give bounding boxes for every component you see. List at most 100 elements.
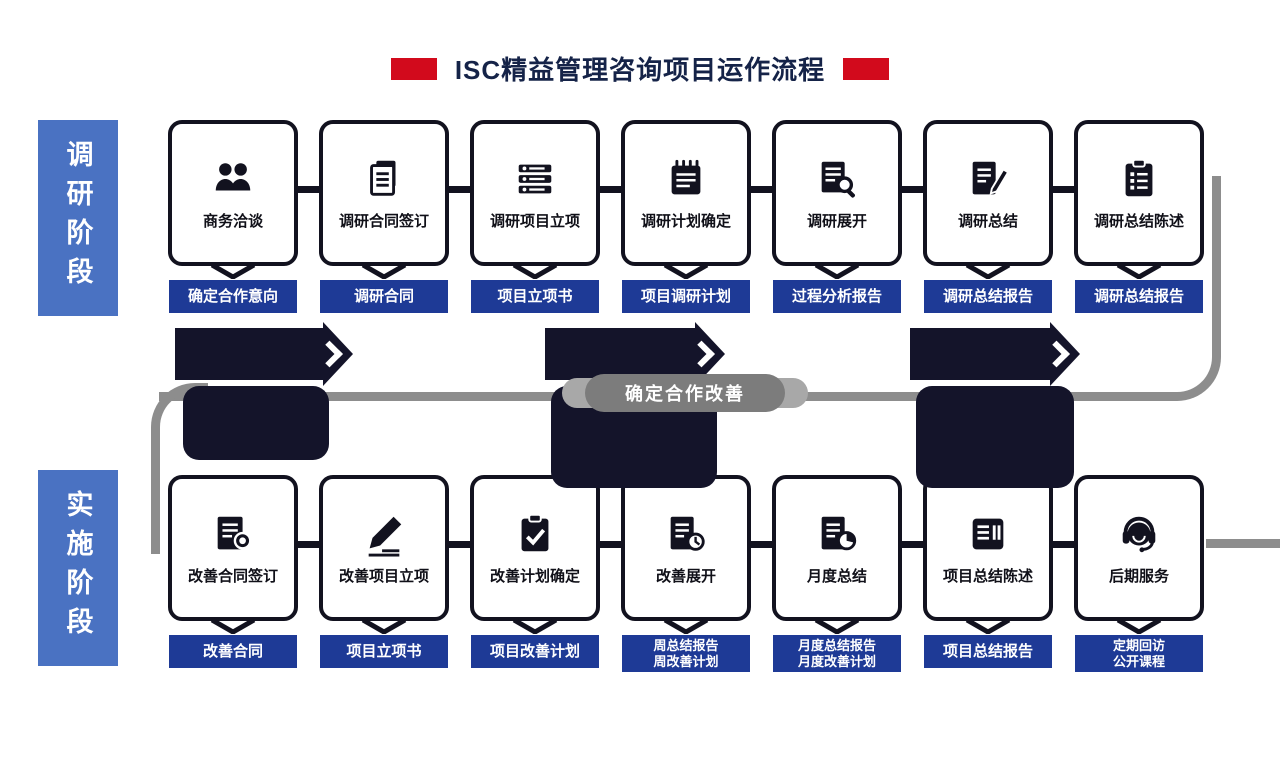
card-notch-icon xyxy=(965,618,1011,634)
card-notch-icon xyxy=(512,618,558,634)
headset-icon xyxy=(1116,511,1162,557)
connector-right-stub xyxy=(1206,539,1280,548)
step-badge-line: 过程分析报告 xyxy=(791,287,882,305)
arrow-chevron-icon xyxy=(688,340,715,368)
step-card: 调研展开 xyxy=(772,120,902,266)
step-label: 月度总结 xyxy=(806,567,867,585)
step-badge: 改善合同 xyxy=(169,635,297,668)
step-label: 项目总结陈述 xyxy=(942,567,1033,585)
step-badge-line: 项目立项书 xyxy=(497,287,573,305)
step: 调研合同签订调研合同 xyxy=(319,120,449,313)
step: 项目总结陈述项目总结报告 xyxy=(923,475,1053,672)
step-card: 调研合同签订 xyxy=(319,120,449,266)
card-notch-icon xyxy=(965,263,1011,279)
step-card: 后期服务 xyxy=(1074,475,1204,621)
card-notch-icon xyxy=(814,618,860,634)
step-badge-line: 项目总结报告 xyxy=(942,642,1033,660)
step-badge-line: 改善合同 xyxy=(202,642,263,660)
decision-pill: 确定合作改善 xyxy=(585,374,785,412)
step-label: 调研项目立项 xyxy=(489,212,580,230)
step-label: 调研展开 xyxy=(806,212,867,230)
step-label: 改善项目立项 xyxy=(338,567,429,585)
step: 调研展开过程分析报告 xyxy=(772,120,902,313)
step-badge-line: 月度改善计划 xyxy=(797,653,876,669)
transition-blob-1 xyxy=(183,386,329,460)
transition-arrow-1 xyxy=(175,328,343,380)
step-label: 改善合同签订 xyxy=(187,567,278,585)
step-label: 调研合同签订 xyxy=(338,212,429,230)
card-notch-icon xyxy=(663,263,709,279)
doc-edit-icon xyxy=(965,156,1011,202)
step-badge-line: 月度总结报告 xyxy=(797,638,876,653)
title-accent-right xyxy=(843,57,890,80)
step-card: 调研总结陈述 xyxy=(1074,120,1204,266)
phase-label-implementation: 实施阶段 xyxy=(38,470,118,666)
step: 调研总结陈述调研总结报告 xyxy=(1074,120,1204,313)
page-title-row: ISC精益管理咨询项目运作流程 xyxy=(0,50,1280,87)
step-card: 改善计划确定 xyxy=(470,475,600,621)
documents-icon xyxy=(361,156,407,202)
step-badge-line: 周总结报告 xyxy=(653,638,719,653)
step-badge: 确定合作意向 xyxy=(169,280,297,313)
step-label: 调研总结 xyxy=(957,212,1018,230)
title-accent-left xyxy=(390,57,437,80)
doc-grid-icon xyxy=(965,511,1011,557)
card-notch-icon xyxy=(1116,618,1162,634)
step-card: 月度总结 xyxy=(772,475,902,621)
arrow-chevron-icon xyxy=(1043,340,1070,368)
step-badge: 项目调研计划 xyxy=(622,280,750,313)
arrow-chevron-icon xyxy=(316,340,343,368)
clipboard-list-icon xyxy=(1116,156,1162,202)
step-badge-line: 调研总结报告 xyxy=(1093,287,1184,305)
step-badge: 项目总结报告 xyxy=(924,635,1052,668)
step: 调研项目立项项目立项书 xyxy=(470,120,600,313)
step-card: 调研总结 xyxy=(923,120,1053,266)
step-badge-line: 项目改善计划 xyxy=(489,642,580,660)
connector-left-hook xyxy=(151,383,208,554)
step-card: 改善展开 xyxy=(621,475,751,621)
step: 改善项目立项项目立项书 xyxy=(319,475,449,672)
list-icon xyxy=(512,156,558,202)
step-badge: 调研合同 xyxy=(320,280,448,313)
step-badge: 项目立项书 xyxy=(320,635,448,668)
transition-blob-3 xyxy=(916,386,1074,488)
page-title: ISC精益管理咨询项目运作流程 xyxy=(454,55,826,85)
doc-stamp-icon xyxy=(210,511,256,557)
notepad-icon xyxy=(663,156,709,202)
step: 调研总结调研总结报告 xyxy=(923,120,1053,313)
step-badge: 定期回访公开课程 xyxy=(1075,635,1203,673)
card-notch-icon xyxy=(210,618,256,634)
doc-search-icon xyxy=(814,156,860,202)
step-badge: 月度总结报告月度改善计划 xyxy=(773,635,901,673)
doc-chart-icon xyxy=(814,511,860,557)
step-badge-line: 调研合同 xyxy=(353,287,414,305)
step-badge-line: 项目立项书 xyxy=(346,642,422,660)
step-label: 后期服务 xyxy=(1108,567,1169,585)
bottom-row: 改善合同签订改善合同改善项目立项项目立项书改善计划确定项目改善计划改善展开周总结… xyxy=(168,475,1204,673)
step-badge: 调研总结报告 xyxy=(1075,280,1203,313)
step: 调研计划确定项目调研计划 xyxy=(621,120,751,313)
card-notch-icon xyxy=(814,263,860,279)
card-notch-icon xyxy=(1116,263,1162,279)
step-label: 调研计划确定 xyxy=(640,212,731,230)
step-card: 商务洽谈 xyxy=(168,120,298,266)
step-badge-line: 调研总结报告 xyxy=(942,287,1033,305)
step: 改善计划确定项目改善计划 xyxy=(470,475,600,672)
clipboard-check-icon xyxy=(512,511,558,557)
pen-icon xyxy=(361,511,407,557)
card-notch-icon xyxy=(663,618,709,634)
card-notch-icon xyxy=(512,263,558,279)
step: 后期服务定期回访公开课程 xyxy=(1074,475,1204,673)
step-label: 改善计划确定 xyxy=(489,567,580,585)
phase-label-research: 调研阶段 xyxy=(38,120,118,316)
step: 月度总结月度总结报告月度改善计划 xyxy=(772,475,902,673)
step-card: 项目总结陈述 xyxy=(923,475,1053,621)
step-badge: 项目立项书 xyxy=(471,280,599,313)
doc-clock-icon xyxy=(663,511,709,557)
transition-arrow-3 xyxy=(910,328,1070,380)
step-badge-line: 公开课程 xyxy=(1112,653,1165,669)
step-badge-line: 项目调研计划 xyxy=(640,287,731,305)
people-icon xyxy=(210,156,256,202)
step-badge: 调研总结报告 xyxy=(924,280,1052,313)
step: 商务洽谈确定合作意向 xyxy=(168,120,298,313)
